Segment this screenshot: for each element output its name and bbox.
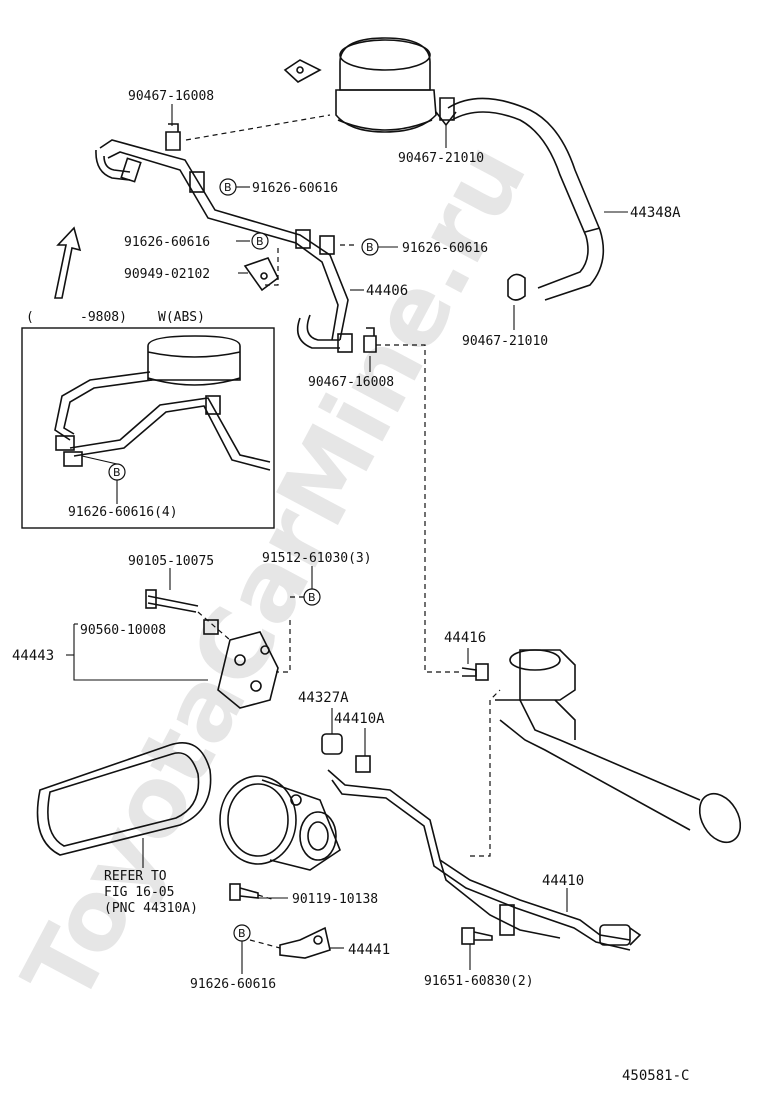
return-hose-44348A bbox=[447, 97, 605, 301]
clip-90467-16008-bot bbox=[363, 327, 377, 353]
inset-title-variant: W(ABS) bbox=[158, 310, 205, 325]
label-90105-10075: 90105-10075 bbox=[128, 554, 214, 569]
svg-text:B: B bbox=[256, 235, 264, 248]
label-91626-60616-a: 91626-60616 bbox=[252, 181, 338, 196]
bolt-b-icon: B bbox=[251, 232, 269, 250]
label-44406: 44406 bbox=[366, 283, 408, 299]
svg-text:B: B bbox=[113, 466, 121, 479]
clamp-upper bbox=[435, 97, 457, 127]
label-91651-60830: 91651-60830(2) bbox=[424, 974, 534, 989]
label-90467-21010-top: 90467-21010 bbox=[398, 151, 484, 166]
refer-line-2: FIG 16-05 bbox=[104, 885, 174, 900]
label-91626-60616-b: 91626-60616 bbox=[124, 235, 210, 250]
refer-line-1: REFER TO bbox=[104, 869, 167, 884]
union-bolt-44410A bbox=[355, 755, 371, 773]
pressure-tube-44410 bbox=[327, 769, 642, 951]
label-44410: 44410 bbox=[542, 873, 584, 889]
bolt-b-icon: B bbox=[303, 588, 321, 606]
label-44410A: 44410A bbox=[334, 711, 385, 727]
svg-text:B: B bbox=[366, 241, 374, 254]
bolt-b-icon: B bbox=[108, 463, 126, 481]
label-44416: 44416 bbox=[444, 630, 486, 646]
power-steering-pump bbox=[219, 775, 341, 871]
label-90119-10138: 90119-10138 bbox=[292, 892, 378, 907]
bolt-90105 bbox=[145, 589, 199, 613]
label-44443: 44443 bbox=[12, 648, 54, 664]
label-91626-60616-d: 91626-60616 bbox=[190, 977, 276, 992]
bracket-44443 bbox=[217, 631, 279, 709]
inset-label: 91626-60616(4) bbox=[68, 505, 178, 520]
up-arrow-icon bbox=[54, 226, 82, 299]
bolt-b-icon: B bbox=[219, 178, 237, 196]
bracket-90949 bbox=[243, 257, 280, 292]
clip-90467-16008-top bbox=[165, 123, 181, 151]
label-44348A: 44348A bbox=[630, 205, 681, 221]
bolt-b-icon: B bbox=[233, 924, 251, 942]
watermark: ToyotaCarMine.ru bbox=[1, 125, 548, 1020]
inset-title-range: -9808) bbox=[80, 310, 127, 325]
bracket-44441 bbox=[279, 926, 331, 959]
inset-frame bbox=[21, 327, 275, 529]
cushion-44327A bbox=[321, 733, 343, 755]
bolt-44416 bbox=[461, 663, 489, 681]
label-91626-60616-c: 91626-60616 bbox=[402, 241, 488, 256]
reservoir-tank bbox=[283, 37, 437, 133]
label-90467-16008-top: 90467-16008 bbox=[128, 89, 214, 104]
label-91512-61030: 91512-61030(3) bbox=[262, 551, 372, 566]
label-44327A: 44327A bbox=[298, 690, 349, 706]
inset-title-left: ( bbox=[26, 310, 34, 325]
svg-text:B: B bbox=[224, 181, 232, 194]
drive-belt bbox=[36, 742, 212, 856]
figure-code: 450581-C bbox=[622, 1068, 689, 1084]
nut-90560 bbox=[203, 619, 219, 635]
label-90949-02102: 90949-02102 bbox=[124, 267, 210, 282]
bolt-91651 bbox=[461, 927, 493, 945]
refer-line-3: (PNC 44310A) bbox=[104, 901, 198, 916]
label-90560-10008: 90560-10008 bbox=[80, 623, 166, 638]
label-44441: 44441 bbox=[348, 942, 390, 958]
steering-gear bbox=[495, 649, 742, 844]
label-90467-21010-bot: 90467-21010 bbox=[462, 334, 548, 349]
bolt-90119 bbox=[229, 883, 259, 901]
svg-text:B: B bbox=[238, 927, 246, 940]
inset-drawing bbox=[54, 335, 271, 471]
bolt-b-icon: B bbox=[361, 238, 379, 256]
clamp-lower bbox=[507, 273, 526, 301]
pipe-top bbox=[95, 139, 353, 353]
label-90467-16008-bot: 90467-16008 bbox=[308, 375, 394, 390]
svg-text:B: B bbox=[308, 591, 316, 604]
